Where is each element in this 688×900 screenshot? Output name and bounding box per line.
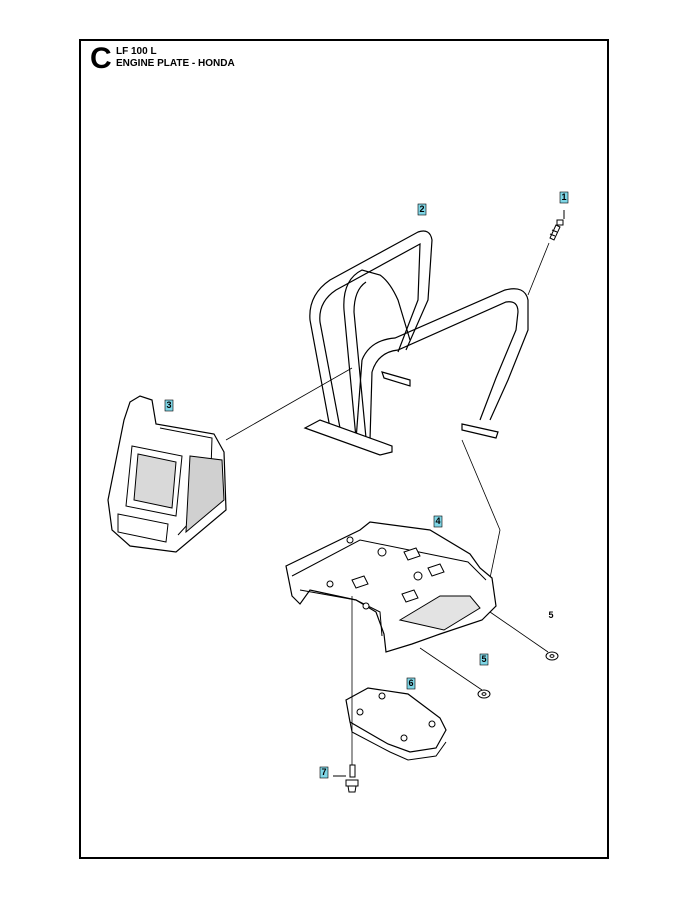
part-1-screw xyxy=(527,210,565,296)
callout-number: 5 xyxy=(548,610,553,620)
callout-c4: 4 xyxy=(433,515,443,528)
callout-number: 1 xyxy=(561,192,566,202)
callout-c2: 2 xyxy=(417,203,427,216)
callout-number: 3 xyxy=(166,400,171,410)
section-letter: C xyxy=(90,42,112,75)
callout-number: 2 xyxy=(419,204,424,214)
part-5-washer xyxy=(545,651,559,661)
callout-box xyxy=(479,653,489,666)
callout-number: 5 xyxy=(481,654,486,664)
callout-c5b: 5 xyxy=(479,653,489,666)
callout-number: 6 xyxy=(408,678,413,688)
part-7-bolt xyxy=(333,764,359,793)
callout-c5a: 5 xyxy=(548,610,553,620)
callout-number: 7 xyxy=(321,767,326,777)
part-4-engine-plate xyxy=(285,521,497,653)
callout-c1: 1 xyxy=(559,191,569,204)
part-2-handle-frame xyxy=(303,230,529,456)
callout-box xyxy=(559,191,569,204)
callout-box xyxy=(417,203,427,216)
callout-box xyxy=(164,399,174,412)
callout-box xyxy=(319,766,329,779)
diagram-frame xyxy=(79,39,609,859)
callout-number: 4 xyxy=(435,516,440,526)
callout-box xyxy=(406,677,416,690)
part-5-washer-second xyxy=(477,689,491,699)
part-3-cover xyxy=(107,395,227,553)
callout-c6: 6 xyxy=(406,677,416,690)
diagram-title: ENGINE PLATE - HONDA xyxy=(116,58,235,69)
callout-labels: 1 2 3 4 5 5 6 7 xyxy=(164,191,569,779)
callout-box xyxy=(433,515,443,528)
part-6-lower-plate xyxy=(345,687,447,761)
callout-c3: 3 xyxy=(164,399,174,412)
callout-c7: 7 xyxy=(319,766,329,779)
model-title: LF 100 L xyxy=(116,46,157,57)
